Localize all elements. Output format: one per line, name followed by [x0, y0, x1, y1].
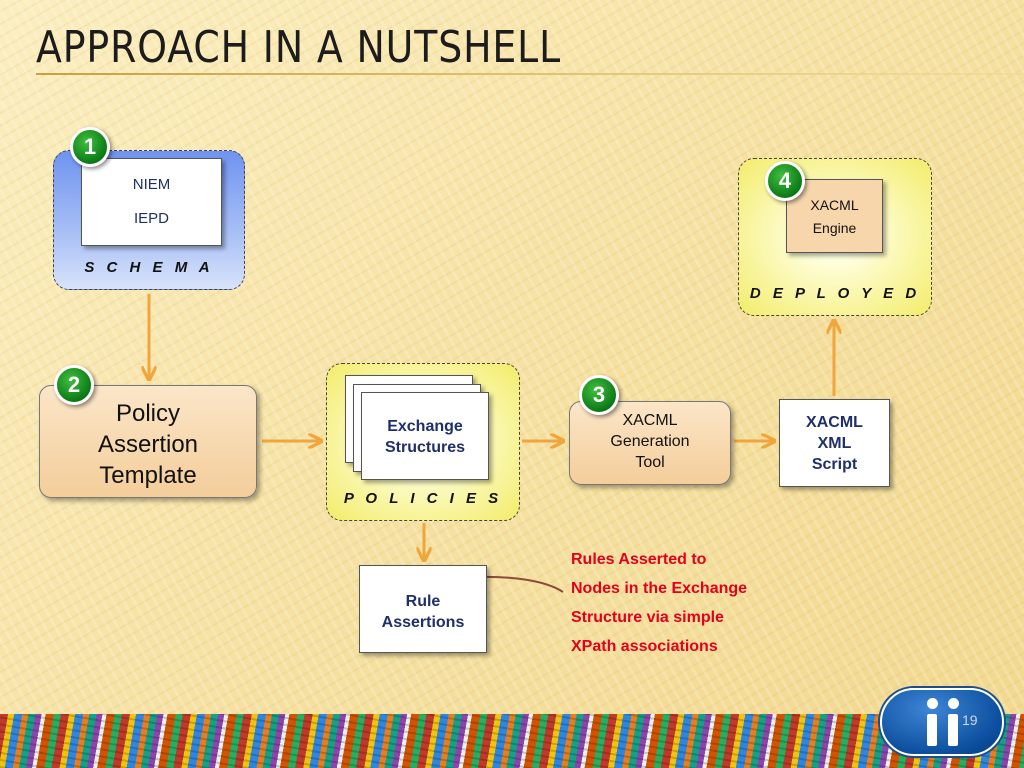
annotation-callout-line [475, 575, 564, 593]
xpath-annotation: Rules Asserted to Nodes in the Exchange … [571, 545, 747, 661]
script-line-2: XML [817, 435, 852, 452]
step-badge-2: 2 [54, 365, 94, 405]
xacml-generation-tool-node[interactable]: XACML Generation Tool [569, 401, 731, 485]
annotation-line-3: Structure via simple [571, 609, 724, 626]
decorative-textile-band [0, 714, 1024, 768]
slide-title: APPROACH IN A NUTSHELL [36, 22, 562, 73]
deployed-group-label: D E P L O Y E D [749, 285, 921, 302]
annotation-line-1: Rules Asserted to [571, 551, 707, 568]
schema-group-label: S C H E M A [84, 259, 214, 276]
step-badge-4: 4 [765, 161, 805, 201]
exchange-line-1: Exchange [387, 418, 463, 435]
engine-line-1: XACML [810, 197, 859, 213]
niem-iepd-node[interactable]: NIEM IEPD [81, 158, 222, 246]
step-badge-3: 3 [579, 375, 619, 415]
annotation-line-2: Nodes in the Exchange [571, 580, 748, 597]
ii-logo-mark [922, 696, 966, 746]
tool-line-3: Tool [635, 454, 665, 471]
xacml-xml-script-node[interactable]: XACML XML Script [779, 399, 890, 487]
engine-line-2: Engine [812, 220, 857, 236]
rule-line-2: Assertions [381, 614, 465, 631]
exchange-line-2: Structures [384, 439, 466, 456]
rule-line-1: Rule [405, 593, 441, 610]
rule-assertions-node[interactable]: Rule Assertions [359, 565, 487, 653]
annotation-line-4: XPath associations [571, 638, 718, 655]
xacml-engine-node[interactable]: XACML Engine [786, 179, 883, 253]
page-number: 19 [962, 712, 978, 728]
niem-iepd-line-2: IEPD [133, 210, 169, 227]
title-underline [36, 73, 1024, 75]
script-line-1: XACML [806, 414, 863, 431]
template-line-3: Template [99, 462, 197, 489]
tool-line-2: Generation [610, 433, 690, 450]
exchange-structures-node[interactable]: Exchange Structures [361, 392, 489, 480]
ii-logo-icon [880, 688, 1004, 756]
template-line-2: Assertion [97, 431, 199, 458]
tool-line-1: XACML [622, 412, 678, 429]
template-line-1: Policy [115, 400, 181, 427]
script-line-3: Script [811, 456, 858, 473]
policies-group-label: P O L I C I E S [343, 490, 503, 507]
step-badge-1: 1 [70, 127, 110, 167]
niem-iepd-line-1: NIEM [132, 176, 171, 193]
